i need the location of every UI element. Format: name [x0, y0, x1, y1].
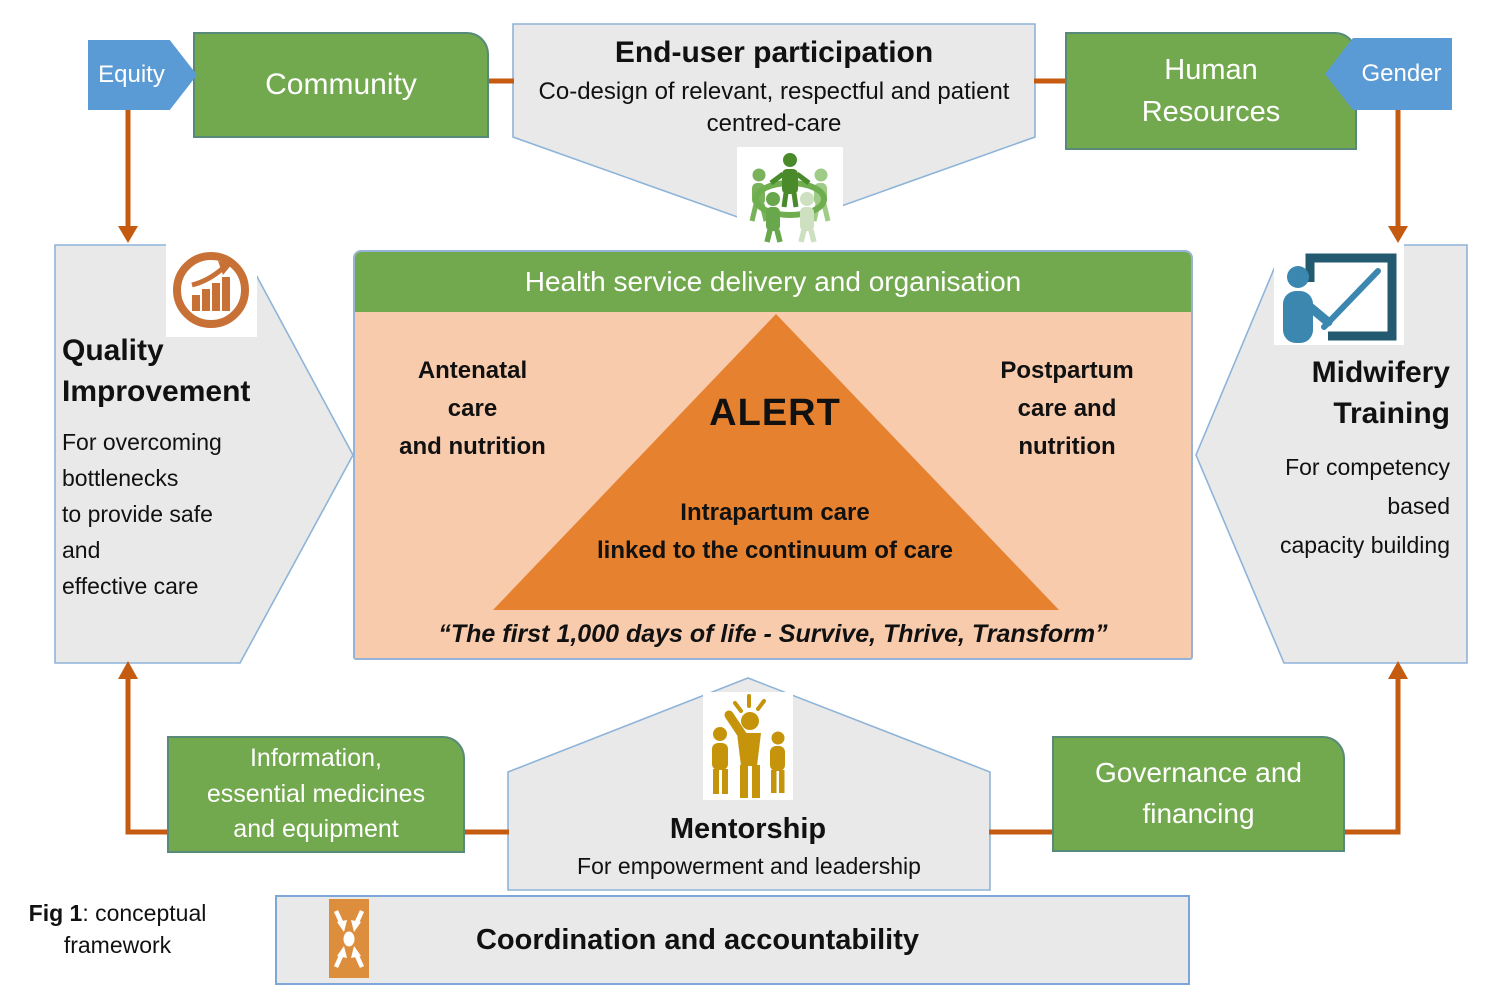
figure-caption-rest: : conceptual — [82, 900, 207, 926]
postpartum-line: nutrition — [1018, 433, 1116, 460]
antenatal-line: care — [447, 395, 498, 422]
arrowhead-down-left — [118, 226, 138, 243]
quality-improvement-title-line2: Improvement — [62, 375, 251, 409]
midwifery-title: Midwifery Training — [1250, 352, 1450, 435]
equity-tag: Equity — [88, 40, 197, 110]
antenatal-line: Antenatal — [417, 357, 528, 384]
health-service-box: Health service delivery and organisation… — [353, 250, 1193, 660]
postpartum-line: Postpartum — [1000, 357, 1134, 384]
governance-box: Governance and financing — [1052, 736, 1345, 852]
human-resources-box: Human Resources — [1065, 32, 1357, 150]
information-box: Information, essential medicines and equ… — [167, 736, 465, 853]
figure-caption-fig: Fig 1 — [28, 900, 83, 926]
figure-caption: Fig 1: conceptual framework — [5, 897, 230, 961]
end-user-icon-plate — [737, 147, 843, 243]
connector-information-qi — [125, 678, 167, 835]
midwifery-desc: For competency based capacity building — [1210, 448, 1450, 565]
community-box: Community — [193, 32, 489, 138]
quality-improvement-icon-plate — [166, 243, 257, 337]
midwifery-title-line2: Training — [1333, 397, 1450, 431]
postpartum-line: care and — [1017, 395, 1117, 422]
information-line: Information, — [249, 744, 382, 773]
figure-caption-line2: framework — [63, 932, 172, 959]
end-user-desc-line1: Co-design of relevant, respectful and pa… — [538, 78, 1010, 105]
quality-improvement-desc: For overcoming bottlenecks to provide sa… — [62, 424, 307, 604]
qi-desc-line: bottlenecks — [62, 465, 179, 491]
people-circle-icon — [749, 153, 831, 243]
midwifery-desc-line: capacity building — [1279, 532, 1450, 558]
intrapartum-line2: linked to the continuum of care — [596, 537, 954, 564]
arrowhead-up-right — [1388, 661, 1408, 679]
end-user-desc-line2: centred-care — [706, 110, 842, 137]
intrapartum-line1: Intrapartum care — [680, 499, 870, 526]
orange-connectors — [118, 78, 1408, 835]
quality-improvement-title: Quality Improvement — [62, 330, 312, 413]
coordination-label: Coordination and accountability — [475, 923, 920, 956]
equity-label: Equity — [98, 61, 165, 88]
mentorship-desc: For empowerment and leadership — [577, 853, 921, 879]
health-service-header-label: Health service delivery and organisation — [524, 266, 1022, 297]
empowerment-people-icon — [712, 694, 785, 798]
midwifery-desc-line: based — [1387, 493, 1450, 519]
arrowhead-up-left — [118, 661, 138, 679]
gender-tag: Gender — [1325, 38, 1452, 110]
health-service-header: Health service delivery and organisation — [355, 252, 1191, 312]
coordination-bar: Coordination and accountability — [275, 895, 1190, 985]
information-line: essential medicines — [206, 779, 426, 808]
qi-desc-line: and — [62, 537, 101, 563]
midwifery-title-line1: Midwifery — [1311, 356, 1450, 389]
quality-improvement-title-line1: Quality — [62, 334, 164, 367]
gender-label: Gender — [1361, 60, 1442, 87]
end-user-pentagon — [512, 23, 1036, 231]
presentation-board-icon — [1283, 253, 1397, 343]
mentorship-title: Mentorship — [669, 813, 827, 845]
qi-desc-line: For overcoming — [62, 429, 222, 455]
postpartum-text: Postpartum care and nutrition — [953, 352, 1181, 466]
growth-chart-icon — [173, 252, 249, 328]
end-user-title: End-user participation — [614, 36, 934, 69]
governance-line: financing — [1142, 798, 1255, 829]
information-line: and equipment — [233, 815, 399, 844]
converging-arrows-icon — [329, 899, 369, 978]
qi-desc-line: to provide safe — [62, 501, 213, 527]
figure-caption-line1: Fig 1: conceptual — [5, 897, 230, 929]
arrowhead-down-right — [1388, 226, 1408, 243]
first-1000-days-quote: “The first 1,000 days of life - Survive,… — [438, 620, 1108, 648]
antenatal-text: Antenatal care and nutrition — [365, 352, 580, 466]
human-resources-line2: Resources — [1141, 96, 1281, 128]
governance-line: Governance and — [1094, 757, 1303, 789]
antenatal-line: and nutrition — [399, 433, 546, 460]
midwifery-icon-plate — [1274, 244, 1404, 345]
mentorship-icon-plate — [703, 692, 793, 800]
qi-desc-line: effective care — [62, 573, 199, 599]
human-resources-line1: Human — [1164, 53, 1258, 86]
alert-label: ALERT — [709, 392, 841, 434]
community-label: Community — [265, 68, 417, 101]
midwifery-pentagon — [1195, 244, 1468, 664]
connector-governance-midwifery — [1345, 678, 1401, 835]
intrapartum-text: Intrapartum care linked to the continuum… — [525, 494, 1025, 570]
midwifery-desc-line: For competency — [1285, 454, 1450, 480]
